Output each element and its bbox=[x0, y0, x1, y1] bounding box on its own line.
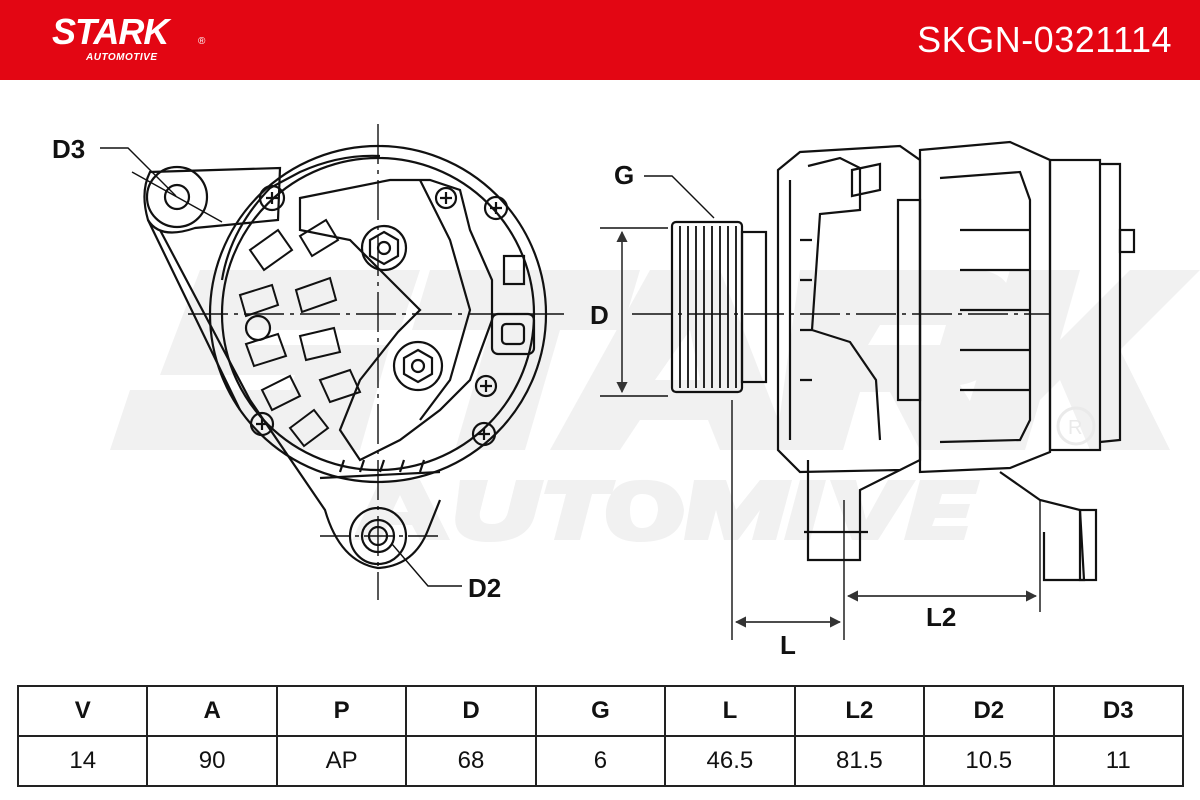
stark-logo: STARK ® AUTOMOTIVE bbox=[52, 12, 222, 68]
spec-value: 11 bbox=[1052, 735, 1184, 787]
label-d2: D2 bbox=[468, 573, 501, 603]
spec-header: D2 bbox=[923, 685, 1055, 737]
spec-header: G bbox=[534, 685, 667, 737]
spec-header: A bbox=[146, 685, 278, 737]
spec-value: 46.5 bbox=[664, 735, 796, 787]
label-l: L bbox=[780, 630, 796, 660]
spec-header: V bbox=[16, 685, 149, 737]
label-l2: L2 bbox=[926, 602, 956, 632]
logo-tagline: AUTOMOTIVE bbox=[86, 52, 158, 63]
technical-drawing: D3 D2 bbox=[52, 124, 1136, 660]
spec-header: D3 bbox=[1052, 685, 1184, 737]
spec-value: AP bbox=[275, 735, 408, 787]
logo-registered-mark: ® bbox=[198, 36, 206, 47]
part-number: SKGN-0321114 bbox=[917, 19, 1172, 60]
label-g: G bbox=[614, 160, 634, 190]
spec-value: 10.5 bbox=[923, 735, 1055, 787]
spec-header: L2 bbox=[793, 685, 926, 737]
spec-value: 90 bbox=[146, 735, 278, 787]
label-d: D bbox=[590, 300, 609, 330]
specs-value-row: 14 90 AP 68 6 46.5 81.5 10.5 11 bbox=[16, 735, 1184, 787]
spec-value: 81.5 bbox=[793, 735, 926, 787]
alternator-front-view bbox=[143, 144, 548, 570]
alternator-side-view bbox=[670, 140, 1136, 582]
spec-header: D bbox=[405, 685, 537, 737]
specs-header-row: V A P D G L L2 D2 D3 bbox=[16, 685, 1184, 737]
specs-table: V A P D G L L2 D2 D3 14 90 AP 68 6 46.5 … bbox=[16, 685, 1184, 787]
logo-wordmark: STARK bbox=[52, 11, 169, 52]
spec-value: 14 bbox=[16, 735, 149, 787]
spec-value: 6 bbox=[534, 735, 667, 787]
label-d3: D3 bbox=[52, 134, 85, 164]
svg-text:R: R bbox=[1068, 417, 1082, 439]
spec-header: L bbox=[664, 685, 796, 737]
spec-header: P bbox=[275, 685, 408, 737]
header-bar: STARK ® AUTOMOTIVE SKGN-0321114 bbox=[0, 0, 1200, 80]
spec-value: 68 bbox=[405, 735, 537, 787]
